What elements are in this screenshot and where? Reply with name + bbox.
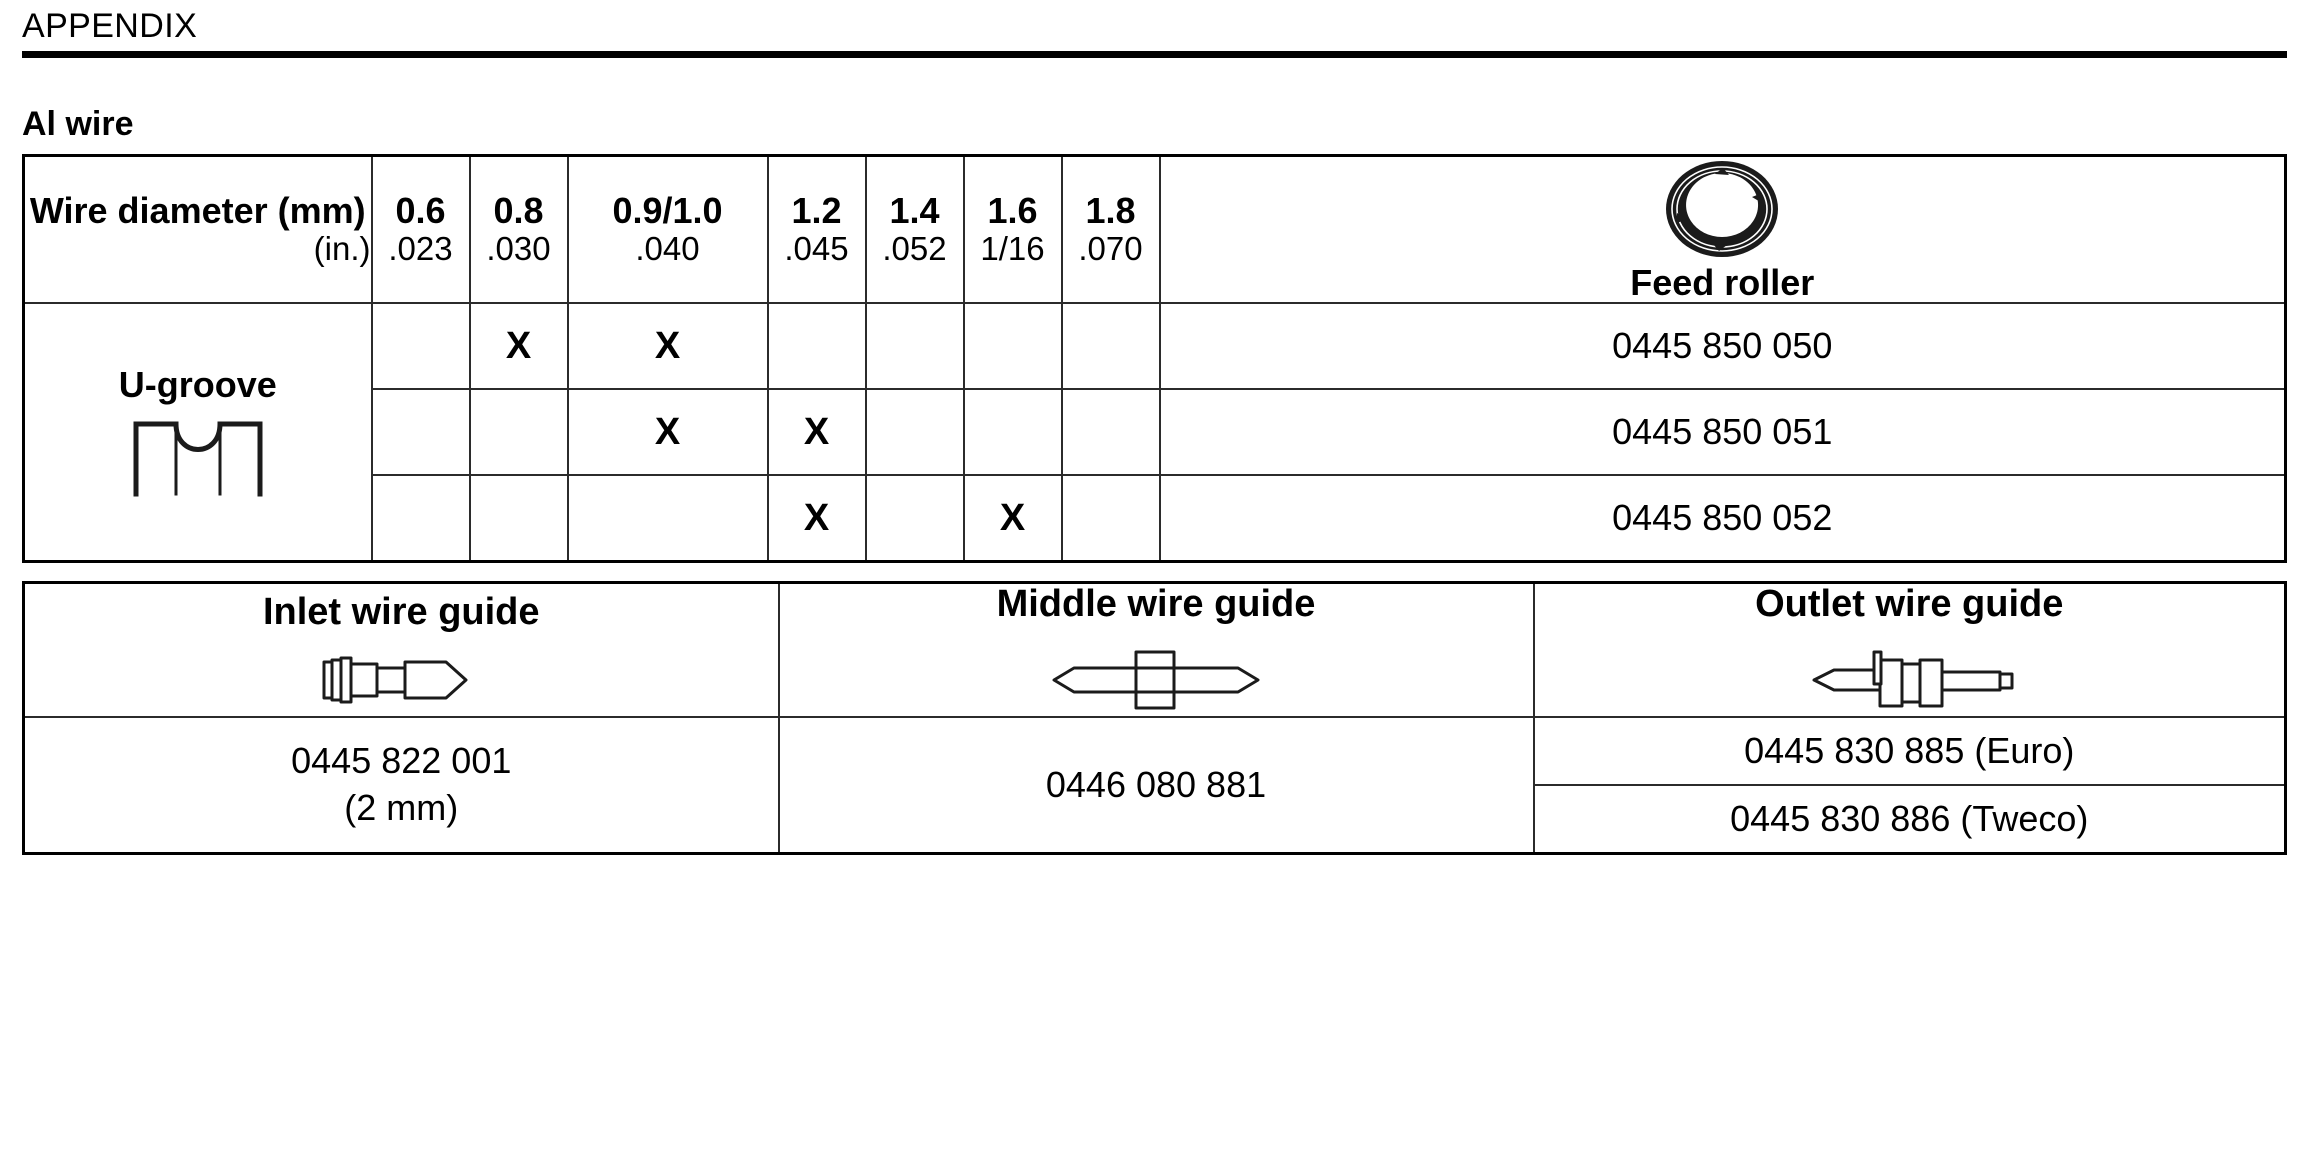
size-in-2: .040 [635, 230, 700, 268]
mark-cell-r2-c2 [566, 474, 769, 563]
size-column-4: 1.4 .052 [864, 154, 965, 305]
mark-cell-r2-c3: X [766, 474, 867, 563]
size-column-1: 0.8 .030 [468, 154, 569, 305]
u-groove-cell: U-groove [22, 302, 373, 563]
mark-cell-r2-c0 [370, 474, 471, 563]
size-in-0: .023 [388, 230, 453, 268]
wire-diameter-mm-label: Wire diameter (mm) [29, 189, 366, 231]
size-mm-1: 0.8 [493, 189, 544, 231]
feed-roller-table: Wire diameter (mm) (in.) 0.6 .023 0.8 .0… [22, 153, 2287, 564]
table-row: U-groove X X [22, 302, 2287, 563]
table-row: X X 0445 850 051 [24, 388, 2287, 477]
mark-symbol: X [505, 325, 532, 368]
inlet-part-number: 0445 822 001 [291, 740, 512, 782]
middle-part-number-cell: 0446 080 881 [777, 716, 1535, 855]
feed-roller-header-cell: Feed roller [1158, 154, 2287, 305]
outlet-part-number-list: 0445 830 885 (Euro) 0445 830 886 (Tweco) [1534, 718, 2285, 853]
part-number-row-0: 0445 850 050 [1158, 302, 2287, 391]
mark-cell-r0-c6 [1060, 302, 1161, 391]
outlet-part-number-tweco: 0445 830 886 (Tweco) [1534, 784, 2284, 853]
size-mm-5: 1.6 [987, 189, 1038, 231]
part-number-row-2: 0445 850 052 [1158, 474, 2287, 563]
size-column-0: 0.6 .023 [370, 154, 471, 305]
mark-cell-r2-c1 [468, 474, 569, 563]
feed-roller-icon [1666, 160, 1779, 257]
size-in-1: .030 [486, 230, 551, 268]
size-in-3: .045 [784, 230, 849, 268]
inlet-part-note: (2 mm) [344, 787, 459, 829]
mark-cell-r1-c5 [962, 388, 1063, 477]
wire-guide-partno-row: 0445 822 001 (2 mm) 0446 080 881 0445 83… [22, 716, 2287, 855]
mark-cell-r1-c0 [370, 388, 471, 477]
mark-cell-r1-c2: X [566, 388, 769, 477]
wire-guide-table: Inlet wire guide [22, 581, 2287, 856]
wire-guide-header-row: Inlet wire guide [22, 581, 2287, 719]
outlet-part-number-euro: 0445 830 885 (Euro) [1744, 730, 2075, 772]
mark-cell-r2-c4 [864, 474, 965, 563]
size-mm-0: 0.6 [395, 189, 446, 231]
inlet-wire-guide-header: Inlet wire guide [22, 581, 780, 719]
size-mm-6: 1.8 [1085, 189, 1136, 231]
outlet-wire-guide-label: Outlet wire guide [1755, 583, 2064, 626]
mark-cell-r0-c4 [864, 302, 965, 391]
size-mm-2: 0.9/1.0 [612, 189, 723, 231]
header-divider [22, 51, 2287, 59]
mark-symbol: X [803, 497, 830, 540]
size-mm-3: 1.2 [791, 189, 842, 231]
mark-cell-r2-c5: X [962, 474, 1063, 563]
mark-cell-r1-c1 [468, 388, 569, 477]
mark-symbol: X [999, 497, 1026, 540]
size-column-5: 1.6 1/16 [962, 154, 1063, 305]
size-mm-4: 1.4 [889, 189, 940, 231]
inlet-wire-guide-icon [322, 656, 468, 704]
list-item: 0445 830 885 (Euro) [1535, 718, 2285, 785]
size-in-5: 1/16 [980, 230, 1045, 268]
table-row: X X 0445 850 052 [24, 474, 2287, 563]
middle-wire-guide-header: Middle wire guide [777, 581, 1535, 719]
mark-symbol: X [803, 411, 830, 454]
mark-cell-r0-c2: X [566, 302, 769, 391]
mark-cell-r1-c4 [864, 388, 965, 477]
middle-wire-guide-icon [1052, 650, 1260, 710]
u-groove-label: U-groove [118, 364, 277, 406]
size-column-3: 1.2 .045 [766, 154, 867, 305]
mark-cell-r1-c6 [1060, 388, 1161, 477]
wire-diameter-label-cell: Wire diameter (mm) (in.) [22, 154, 373, 305]
page-title: APPENDIX [22, 7, 198, 45]
mark-cell-r0-c0 [370, 302, 471, 391]
feed-roller-caption: Feed roller [1630, 261, 1815, 303]
size-column-2: 0.9/1.0 .040 [566, 154, 769, 305]
mark-cell-r0-c3 [766, 302, 867, 391]
list-item: 0445 830 886 (Tweco) [1534, 784, 2284, 853]
section-title: Al wire [22, 105, 134, 144]
outlet-wire-guide-header: Outlet wire guide [1532, 581, 2287, 719]
mark-cell-r2-c6 [1060, 474, 1161, 563]
mark-symbol: X [654, 411, 681, 454]
outlet-part-number-cell: 0445 830 885 (Euro) 0445 830 886 (Tweco) [1532, 716, 2287, 855]
mark-cell-r0-c1: X [468, 302, 569, 391]
inlet-wire-guide-label: Inlet wire guide [262, 591, 540, 634]
u-groove-icon [133, 421, 263, 497]
size-in-6: .070 [1078, 230, 1143, 268]
mark-cell-r0-c5 [962, 302, 1063, 391]
size-in-4: .052 [882, 230, 947, 268]
mark-cell-r1-c3: X [766, 388, 867, 477]
table-header-row: Wire diameter (mm) (in.) 0.6 .023 0.8 .0… [22, 154, 2287, 305]
part-number-row-1: 0445 850 051 [1158, 388, 2287, 477]
wire-diameter-in-label: (in.) [313, 230, 371, 268]
mark-symbol: X [654, 325, 681, 368]
size-column-6: 1.8 .070 [1060, 154, 1161, 305]
inlet-part-number-cell: 0445 822 001 (2 mm) [22, 716, 780, 855]
middle-wire-guide-label: Middle wire guide [996, 583, 1316, 626]
outlet-wire-guide-icon [1812, 650, 2014, 708]
